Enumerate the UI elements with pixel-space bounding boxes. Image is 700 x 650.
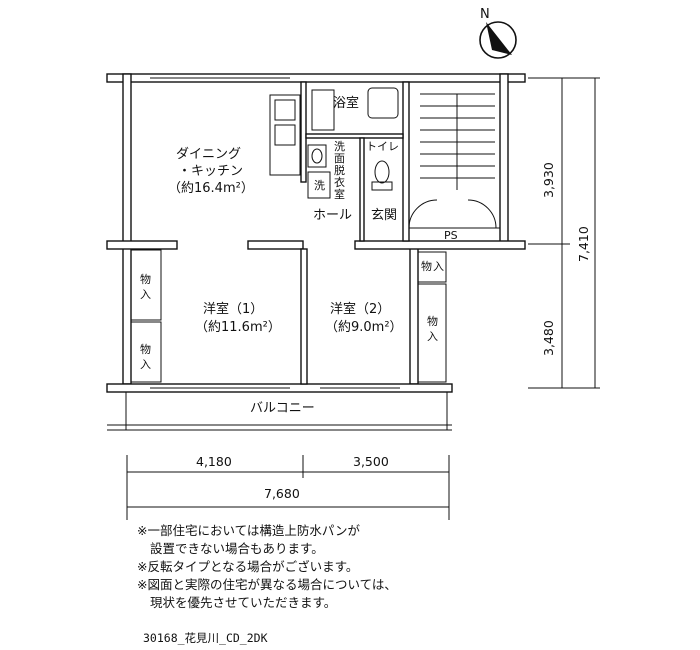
wall-mid-right — [354, 240, 526, 250]
wall-left — [122, 73, 132, 385]
plan-code: 30168_花見川_CD_2DK — [143, 631, 268, 645]
wall-stair — [402, 81, 410, 242]
dimension-lines-bottom — [126, 455, 450, 520]
washroom-label: 洗 面 脱 衣 室 — [334, 140, 345, 201]
western-room-1-label: 洋室（1） — [203, 301, 263, 317]
wall-right-upper — [499, 73, 509, 245]
svg-text:物: 物 — [140, 342, 151, 356]
bathtub — [311, 87, 399, 131]
hall-label: ホール — [313, 208, 352, 223]
dim-right-total: 7,410 — [576, 226, 591, 262]
svg-text:入: 入 — [427, 330, 438, 343]
dining-kitchen-label-2: ・キッチン — [178, 164, 243, 179]
compass: N — [479, 7, 517, 59]
storage-label-right-lower: 物 入 — [427, 314, 438, 343]
dining-kitchen-area: （約16.4m²） — [168, 181, 254, 196]
balcony-label: バルコニー — [250, 401, 315, 416]
svg-text:物: 物 — [140, 272, 151, 286]
svg-text:物: 物 — [421, 259, 432, 273]
north-label: N — [480, 7, 490, 22]
storage-label-right-upper: 物 入 — [421, 259, 444, 273]
wall-top — [106, 73, 526, 83]
wall-bath-bottom — [305, 133, 404, 139]
entrance-label: 玄関 — [371, 208, 397, 223]
notes: ※一部住宅においては構造上防水パンが 設置できない場合もあります。 ※反転タイプ… — [137, 522, 537, 612]
storage-label-left-lower: 物 入 — [140, 342, 151, 371]
svg-text:入: 入 — [140, 288, 151, 301]
svg-text:衣: 衣 — [334, 175, 345, 189]
svg-text:入: 入 — [433, 260, 444, 273]
dimension-lines-right — [528, 77, 600, 389]
dim-right-upper: 3,930 — [541, 162, 556, 198]
ps-label: PS — [444, 229, 458, 242]
dim-bottom-right: 3,500 — [353, 454, 389, 469]
svg-text:洗: 洗 — [334, 140, 345, 153]
note-1a: ※一部住宅においては構造上防水パンが — [137, 523, 360, 538]
svg-text:面: 面 — [334, 152, 345, 165]
svg-text:入: 入 — [140, 358, 151, 371]
wall-bath-left — [300, 81, 307, 183]
dim-right-lower: 3,480 — [541, 320, 556, 356]
toilet-fixture — [371, 160, 393, 191]
windows — [150, 77, 400, 389]
toilet-label: トイレ — [366, 140, 399, 153]
wall-room-partition — [300, 248, 308, 385]
dim-bottom-left: 4,180 — [196, 454, 232, 469]
storage-label-left-upper: 物 入 — [140, 272, 151, 301]
staircase — [420, 93, 495, 190]
walls — [106, 73, 526, 393]
western-room-1-area: （約11.6m²） — [195, 320, 281, 335]
svg-text:物: 物 — [427, 314, 438, 328]
compass-ring — [479, 21, 517, 59]
balcony — [107, 392, 452, 431]
wall-mid-left — [106, 240, 178, 250]
svg-text:脱: 脱 — [334, 163, 345, 177]
washer-label: 洗 — [314, 179, 325, 192]
western-room-2-area: （約9.0m²） — [325, 320, 403, 335]
dining-kitchen-label-1: ダイニング — [176, 147, 241, 162]
dim-bottom-total: 7,680 — [264, 486, 300, 501]
note-3b: 現状を優先させていただきます。 — [150, 595, 337, 610]
compass-needle-icon — [486, 22, 512, 55]
svg-text:室: 室 — [334, 187, 345, 201]
entrance-doors — [408, 199, 500, 229]
note-2: ※反転タイプとなる場合がございます。 — [137, 559, 359, 574]
note-1b: 設置できない場合もあります。 — [150, 541, 324, 556]
wall-right-lower — [409, 243, 419, 385]
wall-mid-center — [247, 240, 304, 250]
bathroom-label: 浴室 — [333, 95, 359, 111]
washbasin — [307, 144, 327, 168]
note-3a: ※図面と実際の住宅が異なる場合については、 — [137, 577, 397, 592]
western-room-2-label: 洋室（2） — [330, 301, 390, 317]
washer-pan — [307, 171, 331, 199]
closets — [130, 249, 447, 383]
wall-entrance-left — [359, 137, 365, 242]
kitchen-counter — [269, 94, 301, 176]
